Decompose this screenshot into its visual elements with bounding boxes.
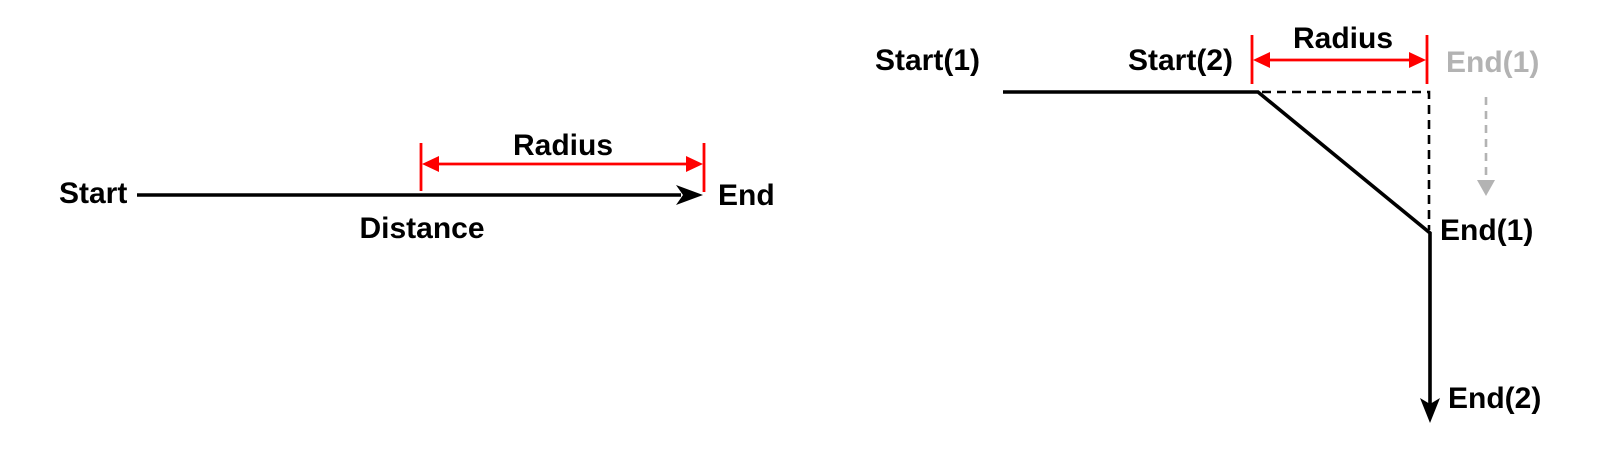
right-dashed-original-path xyxy=(1262,90,1431,230)
radius-arrowhead-left-icon xyxy=(422,156,439,172)
start1-label: Start(1) xyxy=(875,44,981,77)
ghost-arrowhead-icon xyxy=(1477,180,1495,196)
original-path-dashed xyxy=(1262,90,1431,230)
ghost-drop-arrow xyxy=(1477,97,1495,196)
radius-label-2: Radius xyxy=(1292,22,1394,55)
right-radius-measure xyxy=(1250,35,1429,84)
distance-label: Distance xyxy=(359,212,485,245)
radius-arrowhead-right-icon xyxy=(686,156,703,172)
start2-label: Start(2) xyxy=(1128,44,1234,77)
end-label: End xyxy=(718,179,775,212)
end2-label: End(2) xyxy=(1448,382,1542,415)
ghost-end1-label: End(1) xyxy=(1446,46,1540,79)
left-radius-measure xyxy=(419,143,706,192)
left-distance-arrow xyxy=(137,185,703,205)
start-label: Start xyxy=(59,177,128,210)
right-route-path xyxy=(1003,90,1440,423)
route-arrowhead-icon xyxy=(1420,398,1440,423)
route-polyline xyxy=(1003,90,1432,409)
end1-label: End(1) xyxy=(1440,214,1534,247)
distance-arrowhead-icon xyxy=(676,185,703,205)
radius-label: Radius xyxy=(512,129,614,162)
radius-arrowhead-left-icon xyxy=(1253,52,1270,68)
radius-arrowhead-right-icon xyxy=(1409,52,1426,68)
